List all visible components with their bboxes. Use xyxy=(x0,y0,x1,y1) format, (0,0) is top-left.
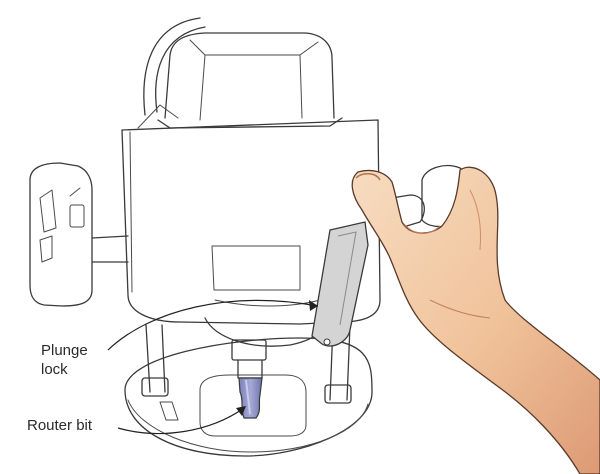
collet-assembly xyxy=(204,317,326,379)
router-bit-label: Router bit xyxy=(27,417,93,434)
hand-drawing xyxy=(351,166,600,474)
plunge-lock-label: Plunge lock xyxy=(41,341,88,379)
plunge-lock-label-line2: lock xyxy=(41,361,68,378)
router-bit-leader xyxy=(117,406,246,435)
router-base xyxy=(124,337,373,457)
plunge-lock-label-line1: Plunge xyxy=(41,342,88,359)
plunge-lock-lever xyxy=(311,221,369,347)
plunge-lock-leader xyxy=(107,299,319,351)
motor-housing xyxy=(137,17,343,129)
left-handle xyxy=(29,162,129,307)
